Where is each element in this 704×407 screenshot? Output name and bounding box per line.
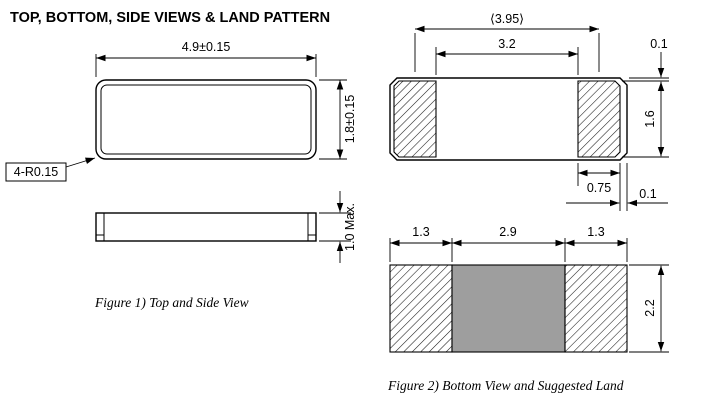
dimension-top-width: 4.9±0.15: [95, 40, 317, 77]
component-body-area: [451, 264, 566, 353]
right-terminal-pad: [577, 80, 621, 158]
dimension-pad-top-offset: 0.1: [622, 37, 669, 82]
dimension-land-height: 2.2: [629, 264, 669, 353]
callout-box: [5, 162, 67, 182]
leader-line: [65, 157, 96, 168]
figure2-caption: Figure 2) Bottom View and Suggested Land: [387, 378, 624, 393]
dimension-pad-width: 0.75: [577, 163, 621, 211]
top-view-lid-seam: [100, 84, 312, 155]
dimension-label-center-land: 2.9: [499, 225, 516, 239]
page-title: TOP, BOTTOM, SIDE VIEWS & LAND PATTERN: [10, 10, 330, 26]
dimension-pad-edge-offset: 0.1: [566, 163, 668, 211]
corner-radius-callout: 4-R0.15: [5, 157, 96, 182]
dimension-label-max-height: 1.0 Max.: [343, 203, 357, 251]
dimension-label-pitch: ⟨3.95⟩: [490, 12, 524, 26]
top-view: [95, 79, 317, 160]
dimension-label-pad-width: 0.75: [587, 181, 611, 195]
side-view-body-outline: [95, 212, 317, 242]
dimension-label-height: 1.8±0.15: [343, 95, 357, 144]
bottom-view: [389, 77, 628, 161]
dimension-pad-pitch: ⟨3.95⟩: [414, 12, 600, 72]
dimension-label-top-offset: 0.1: [650, 37, 667, 51]
dimension-label-land-height: 2.2: [643, 299, 657, 316]
dimension-pad-gap: 3.2: [435, 37, 579, 75]
dimension-label-width: 4.9±0.15: [182, 40, 231, 54]
dimension-label-right-land: 1.3: [587, 225, 604, 239]
dimension-label-edge-offset: 0.1: [639, 187, 656, 201]
side-view: [95, 212, 317, 242]
left-land-pad: [389, 264, 453, 353]
dimension-top-height: 1.8±0.15: [319, 79, 357, 160]
dimension-side-height: 1.0 Max.: [319, 191, 357, 263]
top-view-body-outline: [95, 79, 317, 160]
dimension-pad-height: 1.6: [622, 81, 669, 158]
land-pattern: [389, 264, 628, 353]
left-terminal-pad: [393, 80, 437, 158]
dimension-land-widths: 1.3 2.9 1.3: [389, 225, 628, 262]
right-land-pad: [564, 264, 628, 353]
dimension-label-gap: 3.2: [498, 37, 515, 51]
figure1-caption: Figure 1) Top and Side View: [94, 295, 249, 310]
dimension-label-left-land: 1.3: [412, 225, 429, 239]
dimension-label-pad-height: 1.6: [643, 110, 657, 127]
corner-radius-label: 4-R0.15: [14, 165, 59, 179]
bottom-view-body-outline: [389, 77, 628, 161]
